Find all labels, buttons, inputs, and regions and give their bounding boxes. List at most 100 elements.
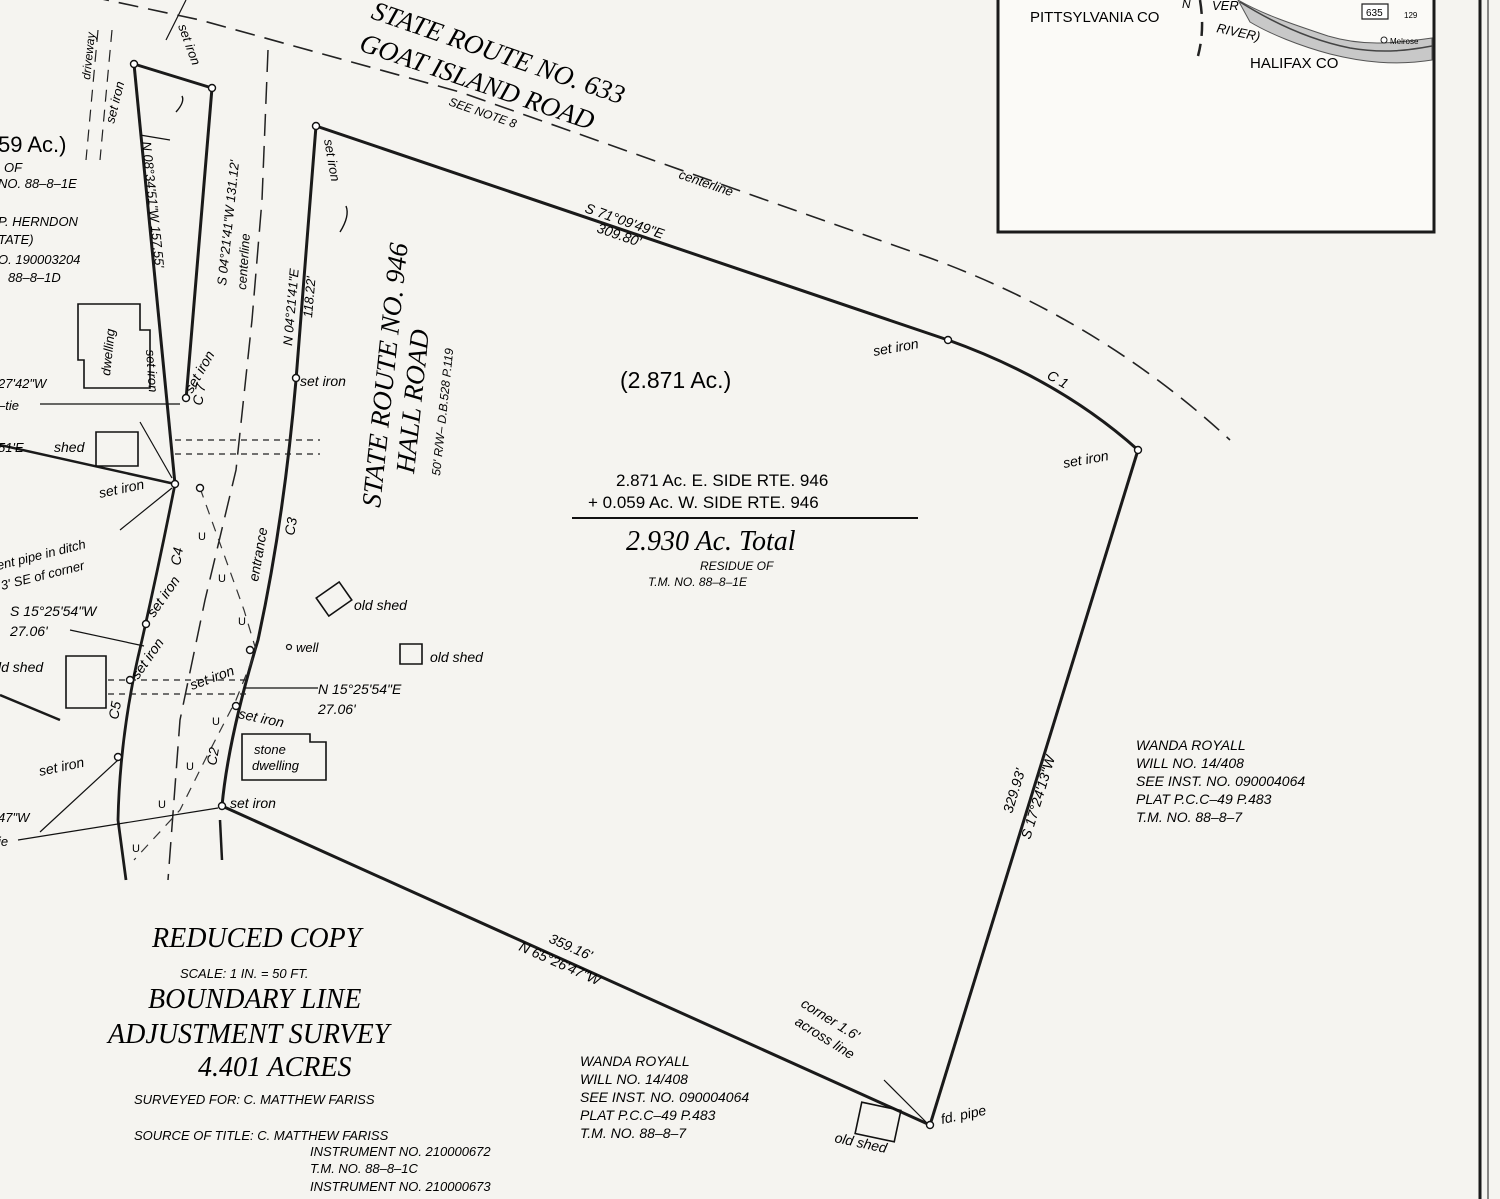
parcel-acreage: (2.871 Ac.) bbox=[620, 367, 731, 393]
title-source-3: T.M. NO. 88–8–1C bbox=[310, 1161, 419, 1176]
inset-route-small: 129 bbox=[1404, 11, 1418, 20]
structures bbox=[66, 304, 901, 1142]
neighbor-south-line-5: T.M. NO. 88–8–7 bbox=[580, 1125, 687, 1141]
well-icon bbox=[287, 645, 292, 650]
leader-lines bbox=[18, 0, 926, 1122]
bearing-left-line-1: N 08°34'51"W 157.55' bbox=[139, 141, 167, 269]
neighbor-south-line-2: WILL NO. 14/408 bbox=[580, 1071, 688, 1087]
old-shed-3 bbox=[855, 1102, 901, 1142]
svg-text:U: U bbox=[132, 843, 140, 855]
label-old-shed-1: old shed bbox=[354, 597, 408, 613]
curve-c1: C 1 bbox=[1045, 367, 1072, 392]
left-parcel-text-5: O. 190003204 bbox=[0, 252, 80, 267]
title-line-3: 4.401 ACRES bbox=[198, 1052, 351, 1083]
left-parcel-tie-3b: ie bbox=[0, 834, 8, 849]
label-set-iron-left2: set iron bbox=[143, 349, 161, 393]
neighbor-south-line-3: SEE INST. NO. 090004064 bbox=[580, 1089, 749, 1105]
left-parcel-text-4: TATE) bbox=[0, 232, 34, 247]
label-set-iron-mid2: set iron bbox=[188, 662, 237, 693]
label-set-iron-sw: set iron bbox=[230, 795, 276, 811]
inset-county-halifax: HALIFAX CO bbox=[1250, 55, 1338, 72]
route-946-centerline-label: centerline bbox=[234, 233, 253, 290]
right-of-way-dashed bbox=[134, 488, 256, 860]
label-set-iron-e: set iron bbox=[1062, 447, 1110, 471]
bearing-east: S 17°24'13"W bbox=[1018, 752, 1059, 841]
left-parcel-acreage: 59 Ac.) bbox=[0, 132, 66, 157]
label-set-iron-nw: set iron bbox=[321, 138, 343, 183]
neighbor-east-line-5: T.M. NO. 88–8–7 bbox=[1136, 809, 1243, 825]
curve-c5: C5 bbox=[105, 700, 124, 721]
area-residue-1: RESIDUE OF bbox=[700, 559, 774, 573]
distance-left-tie: 27.06' bbox=[9, 623, 49, 639]
route-946-centerline bbox=[168, 50, 268, 880]
river-shading bbox=[1238, 0, 1432, 63]
driveway-lines bbox=[86, 30, 112, 160]
label-old-shed-3: old shed bbox=[833, 1129, 889, 1156]
curve-c7: C 7 bbox=[189, 381, 209, 406]
inset-town: Melrose bbox=[1390, 37, 1419, 46]
svg-text:U: U bbox=[158, 799, 166, 811]
left-parcel-lines bbox=[0, 64, 222, 880]
area-line-1: 2.871 Ac. E. SIDE RTE. 946 bbox=[616, 471, 828, 490]
title-line-1: BOUNDARY LINE bbox=[148, 984, 361, 1015]
left-parcel-tie-1b: –tie bbox=[0, 398, 19, 413]
title-source-1: SOURCE OF TITLE: C. MATTHEW FARISS bbox=[134, 1128, 389, 1143]
old-shed-2 bbox=[400, 644, 422, 664]
left-parcel-text-3: P. HERNDON bbox=[0, 214, 79, 229]
curve-c4: C4 bbox=[167, 546, 186, 567]
svg-text:U: U bbox=[212, 716, 220, 728]
label-set-iron-c4: set iron bbox=[143, 573, 183, 620]
title-reduced-copy: REDUCED COPY bbox=[151, 923, 365, 954]
label-set-iron-c5: set iron bbox=[127, 635, 167, 682]
svg-text:U: U bbox=[238, 616, 246, 628]
curve-c2: C2 bbox=[203, 746, 222, 767]
route-shield-icon bbox=[1362, 4, 1388, 19]
distance-west: 118.22' bbox=[300, 275, 319, 318]
left-parcel-text-1: OF bbox=[4, 160, 23, 175]
neighbor-east-line-4: PLAT P.C.C–49 P.483 bbox=[1136, 791, 1272, 807]
angle-marks bbox=[176, 96, 347, 232]
bearing-mid-tie: N 15°25'54"E bbox=[318, 681, 402, 697]
inset-river-label-1: VER bbox=[1212, 0, 1239, 13]
title-block: REDUCED COPY SCALE: 1 IN. = 50 FT. BOUND… bbox=[106, 923, 491, 1194]
area-residue-2: T.M. NO. 88–8–1E bbox=[648, 575, 748, 589]
label-set-iron-ne: set iron bbox=[872, 335, 920, 359]
bearing-west: N 04°21'41"E bbox=[280, 268, 302, 347]
town-marker-icon bbox=[1381, 37, 1387, 43]
old-shed-1 bbox=[316, 582, 352, 616]
label-stone-dwelling-2: dwelling bbox=[252, 758, 300, 773]
svg-text:U: U bbox=[186, 761, 194, 773]
neighbor-east-block: WANDA ROYALL WILL NO. 14/408 SEE INST. N… bbox=[1136, 737, 1305, 825]
label-driveway: driveway bbox=[79, 31, 98, 81]
title-source-2: INSTRUMENT NO. 210000672 bbox=[310, 1144, 491, 1159]
distance-mid-tie: 27.06' bbox=[317, 701, 357, 717]
label-entrance: entrance bbox=[245, 526, 270, 583]
route-633-centerline-label: centerline bbox=[677, 167, 735, 200]
neighbor-east-line-2: WILL NO. 14/408 bbox=[1136, 755, 1244, 771]
vicinity-inset-map: PITTSYLVANIA CO HALIFAX CO VER RIVER) N … bbox=[998, 0, 1434, 232]
label-set-iron-left-low: set iron bbox=[37, 754, 85, 779]
label-old-shed-2: old shed bbox=[430, 649, 484, 665]
stone-dwelling-footprint bbox=[242, 734, 326, 780]
area-line-2: + 0.059 Ac. W. SIDE RTE. 946 bbox=[588, 493, 819, 512]
left-parcel-text-2: NO. 88–8–1E bbox=[0, 176, 77, 191]
label-shed: shed bbox=[54, 439, 86, 455]
title-source-4: INSTRUMENT NO. 210000673 bbox=[310, 1179, 491, 1194]
left-parcel-tie-3: 47"W bbox=[0, 810, 31, 825]
svg-text:U: U bbox=[218, 573, 226, 585]
left-parcel-tie-2: 51'E bbox=[0, 440, 24, 455]
area-total: 2.930 Ac. Total bbox=[626, 526, 796, 557]
iron-markers bbox=[115, 61, 1142, 1129]
label-set-iron-w: set iron bbox=[300, 373, 346, 389]
neighbor-south-line-4: PLAT P.C.C–49 P.483 bbox=[580, 1107, 716, 1123]
route-633-centerline bbox=[60, 0, 1230, 440]
inset-river-label-3: N bbox=[1182, 0, 1191, 11]
left-parcel-text-6: 88–8–1D bbox=[8, 270, 61, 285]
dwelling-left-footprint bbox=[78, 304, 150, 388]
title-scale: SCALE: 1 IN. = 50 FT. bbox=[180, 966, 309, 981]
label-fd-pipe: fd. pipe bbox=[939, 1102, 987, 1127]
shed-left-lower bbox=[66, 656, 106, 708]
label-set-iron-top2: set iron bbox=[102, 80, 127, 125]
neighbor-south-block: WANDA ROYALL WILL NO. 14/408 SEE INST. N… bbox=[580, 1053, 749, 1141]
